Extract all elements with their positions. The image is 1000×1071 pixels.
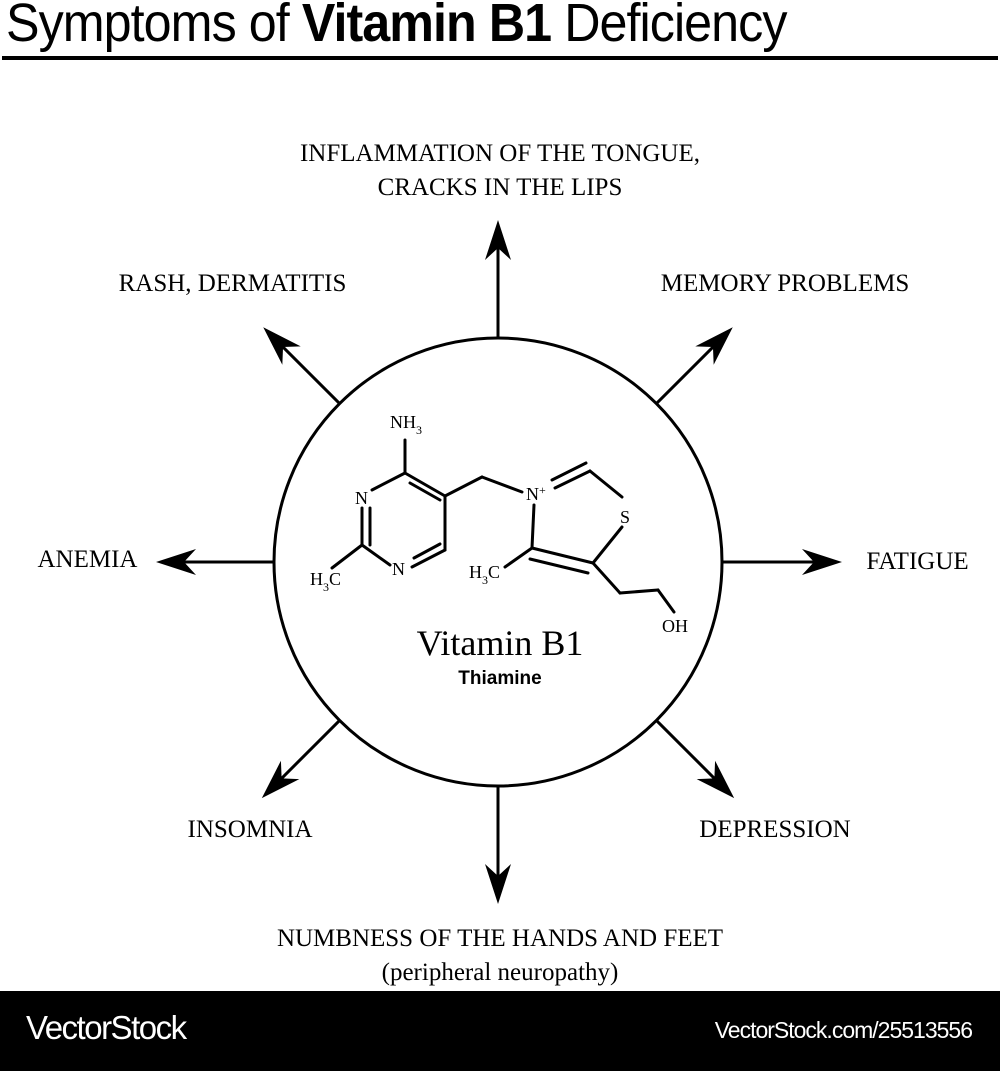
- atom-s: S: [620, 507, 630, 527]
- footer-bar: VectorStock VectorStock.com/25513556: [0, 991, 1000, 1071]
- title-prefix: Symptoms of: [6, 0, 302, 53]
- atom-n1: N: [355, 488, 368, 508]
- vitamin-name: Vitamin B1: [416, 623, 584, 663]
- atom-labels: NH3 N N H3C N+ S H3C OH: [310, 412, 688, 636]
- symptom-bottom-right: DEPRESSION: [670, 813, 880, 847]
- title-underline: [2, 56, 998, 60]
- symptom-bottom-right-text: DEPRESSION: [699, 816, 851, 843]
- footer-url[interactable]: VectorStock.com/25513556: [714, 1017, 973, 1043]
- symptom-bottom-line1: NUMBNESS OF THE HANDS AND FEET: [276, 925, 724, 952]
- vitamin-subtitle: Thiamine: [458, 668, 542, 689]
- arrow-bottom-right-head: [696, 760, 735, 799]
- arrow-right-head: [802, 549, 842, 575]
- arrow-top-left-shaft: [276, 340, 341, 405]
- arrow-left-head: [156, 549, 196, 575]
- atom-h3c-right: H3C: [469, 562, 500, 587]
- symptom-right: FATIGUE: [840, 545, 995, 579]
- symptom-top-right: MEMORY PROBLEMS: [620, 267, 950, 301]
- arrow-top-left-head: [263, 327, 301, 365]
- footer-logo[interactable]: VectorStock: [26, 1009, 187, 1046]
- symptom-bottom-left: INSOMNIA: [160, 813, 340, 847]
- symptom-top: INFLAMMATION OF THE TONGUE, CRACKS IN TH…: [200, 137, 800, 205]
- arrow-bottom-right-shaft: [655, 719, 722, 786]
- atom-n2: N: [392, 559, 405, 579]
- atom-n-plus: N+: [526, 483, 546, 504]
- atom-h3c-left: H3C: [310, 569, 341, 594]
- symptom-bottom: NUMBNESS OF THE HANDS AND FEET (peripher…: [200, 922, 800, 990]
- title-bold: Vitamin B1: [301, 0, 552, 53]
- arrow-top-head: [485, 220, 511, 260]
- symptom-left-text: ANEMIA: [37, 546, 138, 573]
- symptom-top-right-text: MEMORY PROBLEMS: [660, 270, 910, 297]
- symptom-top-line2: CRACKS IN THE LIPS: [377, 174, 623, 201]
- symptom-left: ANEMIA: [10, 543, 165, 577]
- arrow-bottom-left-head: [261, 760, 300, 799]
- atom-nh3: NH3: [390, 412, 422, 437]
- symptom-top-left-text: RASH, DERMATITIS: [118, 270, 347, 297]
- symptom-bottom-line2: (peripheral neuropathy): [381, 959, 619, 986]
- symptom-top-line1: INFLAMMATION OF THE TONGUE,: [299, 140, 700, 167]
- thiamine-molecule: [330, 438, 676, 614]
- symptom-bottom-left-text: INSOMNIA: [187, 816, 313, 843]
- symptom-top-left: RASH, DERMATITIS: [80, 267, 385, 301]
- arrow-bottom-left-shaft: [274, 719, 341, 786]
- atom-oh: OH: [662, 616, 688, 636]
- arrow-bottom-head: [485, 864, 511, 904]
- symptom-right-text: FATIGUE: [866, 548, 969, 575]
- arrow-top-right-head: [695, 327, 733, 365]
- title-suffix: Deficiency: [551, 0, 787, 53]
- page-title: Symptoms of Vitamin B1 Deficiency: [6, 0, 787, 54]
- arrow-top-right-shaft: [655, 340, 720, 405]
- arrows-group: [156, 220, 842, 904]
